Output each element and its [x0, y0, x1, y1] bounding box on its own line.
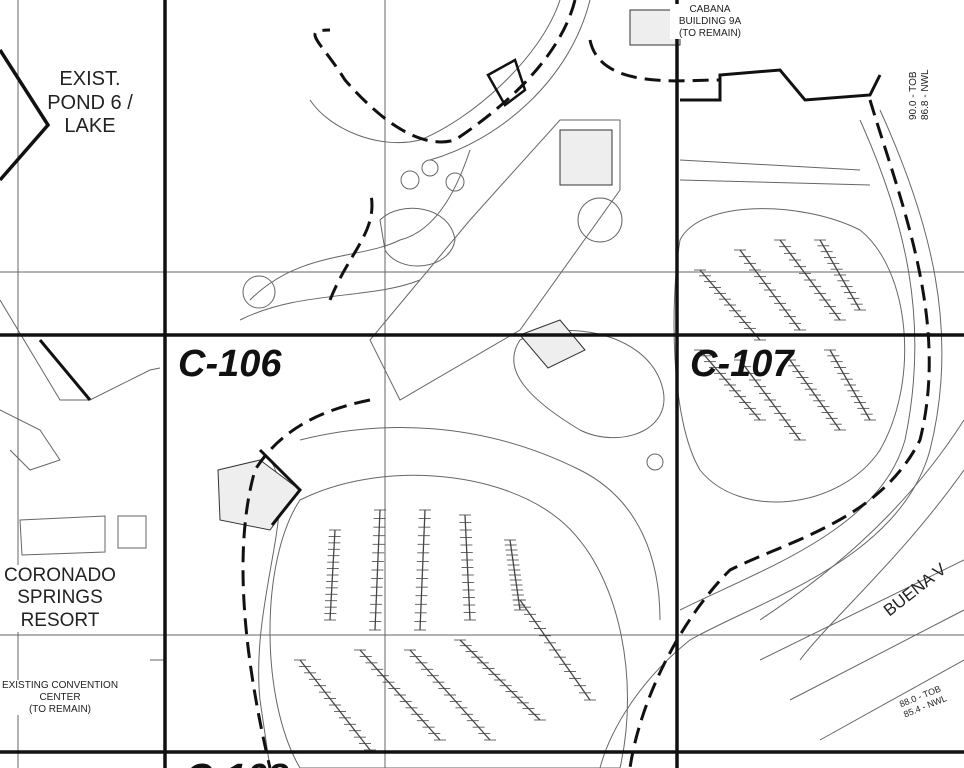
- limit-of-work: [328, 189, 374, 301]
- limit-of-work: [628, 99, 931, 768]
- pond-label: EXIST. POND 6 / LAKE: [40, 68, 140, 139]
- label-line: EXISTING CONVENTION: [1, 680, 119, 691]
- elevation-ne: 90.0 - TOB 86.8 - NWL: [908, 69, 932, 120]
- sheet-label-c106[interactable]: C-106: [178, 343, 282, 385]
- label-line: 86.8 - NWL: [919, 69, 931, 120]
- label-line: CORONADO: [4, 565, 116, 586]
- building: [217, 459, 301, 531]
- label-line: (TO REMAIN): [28, 703, 92, 715]
- building: [519, 319, 586, 369]
- resort-label: CORONADO SPRINGS RESORT: [0, 565, 125, 633]
- cabana-label: CABANA BUILDING 9A (TO REMAIN): [670, 4, 750, 40]
- label-line: POND 6 /: [47, 91, 133, 114]
- label-line: BUILDING 9A: [678, 15, 742, 27]
- convention-label: EXISTING CONVENTION CENTER (TO REMAIN): [0, 680, 125, 716]
- sheet-label-c108[interactable]: C-108: [185, 757, 289, 768]
- limit-of-work: [588, 39, 721, 83]
- sheet-label-c107[interactable]: C-107: [690, 343, 794, 385]
- parking-stalls: [294, 239, 876, 751]
- label-line: CENTER: [39, 691, 81, 703]
- label-line: LAKE: [64, 115, 116, 138]
- label-line: RESORT: [20, 609, 100, 631]
- label-line: (TO REMAIN): [678, 27, 742, 39]
- building: [629, 9, 681, 46]
- label-line: 90.0 - TOB: [908, 71, 919, 120]
- limit-of-work: [241, 398, 371, 768]
- limit-of-work: [313, 0, 577, 144]
- building: [559, 129, 613, 186]
- label-line: EXIST.: [59, 68, 121, 90]
- pond-outline: [0, 49, 51, 182]
- label-line: CABANA: [689, 4, 731, 15]
- label-line: SPRINGS: [17, 587, 103, 609]
